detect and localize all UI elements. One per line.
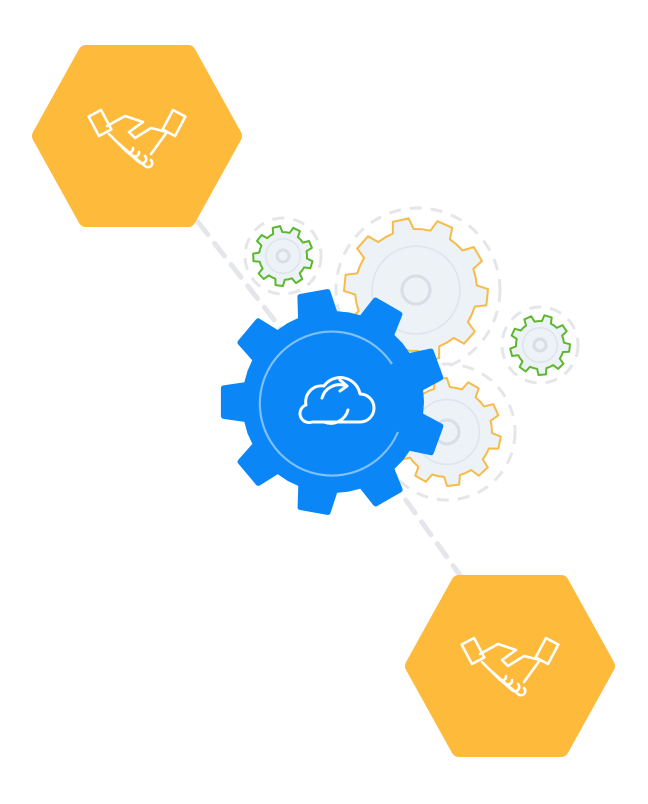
- handshake-icon: [460, 636, 560, 697]
- gear-main: [220, 289, 444, 515]
- connector-lines: [195, 219, 465, 581]
- orbit-ring-small-left: [243, 216, 323, 296]
- gear-small-left: [252, 225, 314, 287]
- connector-bottom: [387, 475, 465, 581]
- gear-layer: [220, 217, 571, 515]
- orbit-ring-small-right: [500, 305, 580, 385]
- gear-small-right: [509, 314, 571, 376]
- connector-top: [195, 219, 285, 333]
- handshake-icon: [87, 108, 187, 169]
- cloud-sync-icon: [298, 376, 376, 425]
